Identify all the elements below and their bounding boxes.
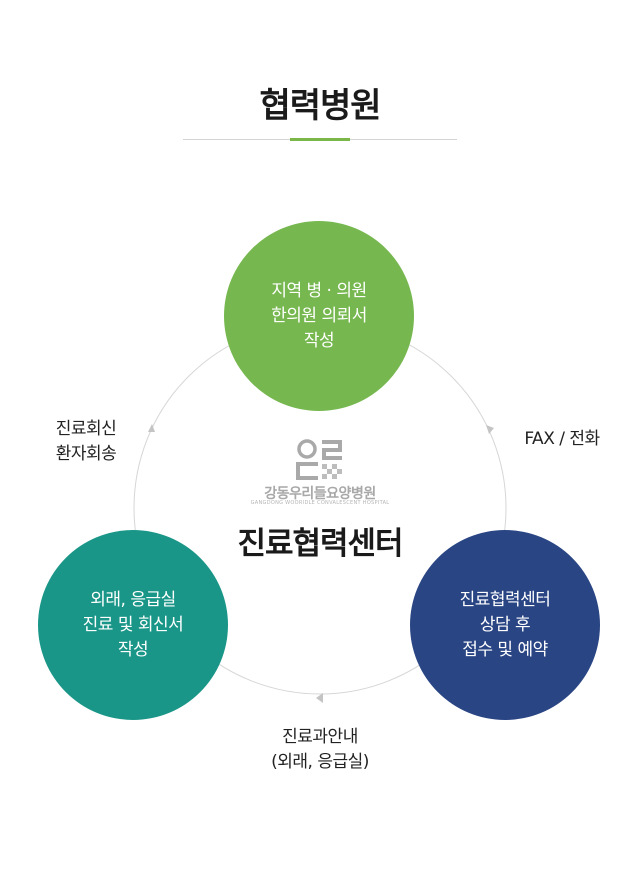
edge-label-reply: 진료회신 환자회송 bbox=[36, 417, 136, 467]
hospital-logo-icon bbox=[296, 439, 342, 480]
title-accent-bar bbox=[290, 138, 350, 141]
edge-label-line: 진료회신 bbox=[55, 419, 117, 439]
node-treatment-line: 진료 및 회신서 bbox=[82, 614, 184, 635]
edge-label-line: 환자회송 bbox=[55, 444, 117, 464]
arrow-top-to-right bbox=[486, 425, 494, 434]
node-referral: 지역 병 · 의원 한의원 의뢰서 작성 bbox=[224, 221, 414, 411]
node-treatment: 외래, 응급실 진료 및 회신서 작성 bbox=[38, 530, 228, 720]
hospital-logo-name: 강동우리들요양병원 bbox=[264, 486, 376, 502]
page-title: 협력병원 bbox=[259, 86, 381, 126]
arrow-right-to-left bbox=[316, 693, 323, 703]
node-reservation-line: 상담 후 bbox=[479, 614, 531, 635]
node-referral-line: 한의원 의뢰서 bbox=[271, 305, 367, 326]
node-referral-line: 작성 bbox=[303, 330, 335, 351]
hospital-logo-subtitle: GANGDONG WOORIDLE CONVALESCENT HOSPITAL bbox=[250, 500, 390, 506]
edge-label-line: (외래, 응급실) bbox=[271, 752, 369, 772]
edge-label-fax: FAX / 전화 bbox=[512, 427, 612, 452]
node-treatment-line: 작성 bbox=[117, 639, 149, 660]
node-reservation-line: 진료협력센터 bbox=[459, 589, 551, 610]
edge-label-guidance: 진료과안내 (외래, 응급실) bbox=[250, 725, 390, 775]
node-reservation-line: 접수 및 예약 bbox=[462, 639, 548, 660]
node-treatment-line: 외래, 응급실 bbox=[90, 589, 176, 610]
node-referral-line: 지역 병 · 의원 bbox=[271, 280, 367, 301]
edge-label-line: FAX / 전화 bbox=[524, 429, 600, 449]
node-reservation: 진료협력센터 상담 후 접수 및 예약 bbox=[410, 530, 600, 720]
arrow-left-to-top bbox=[148, 424, 155, 432]
edge-label-line: 진료과안내 bbox=[282, 727, 358, 747]
center-title: 진료협력센터 bbox=[237, 526, 403, 562]
